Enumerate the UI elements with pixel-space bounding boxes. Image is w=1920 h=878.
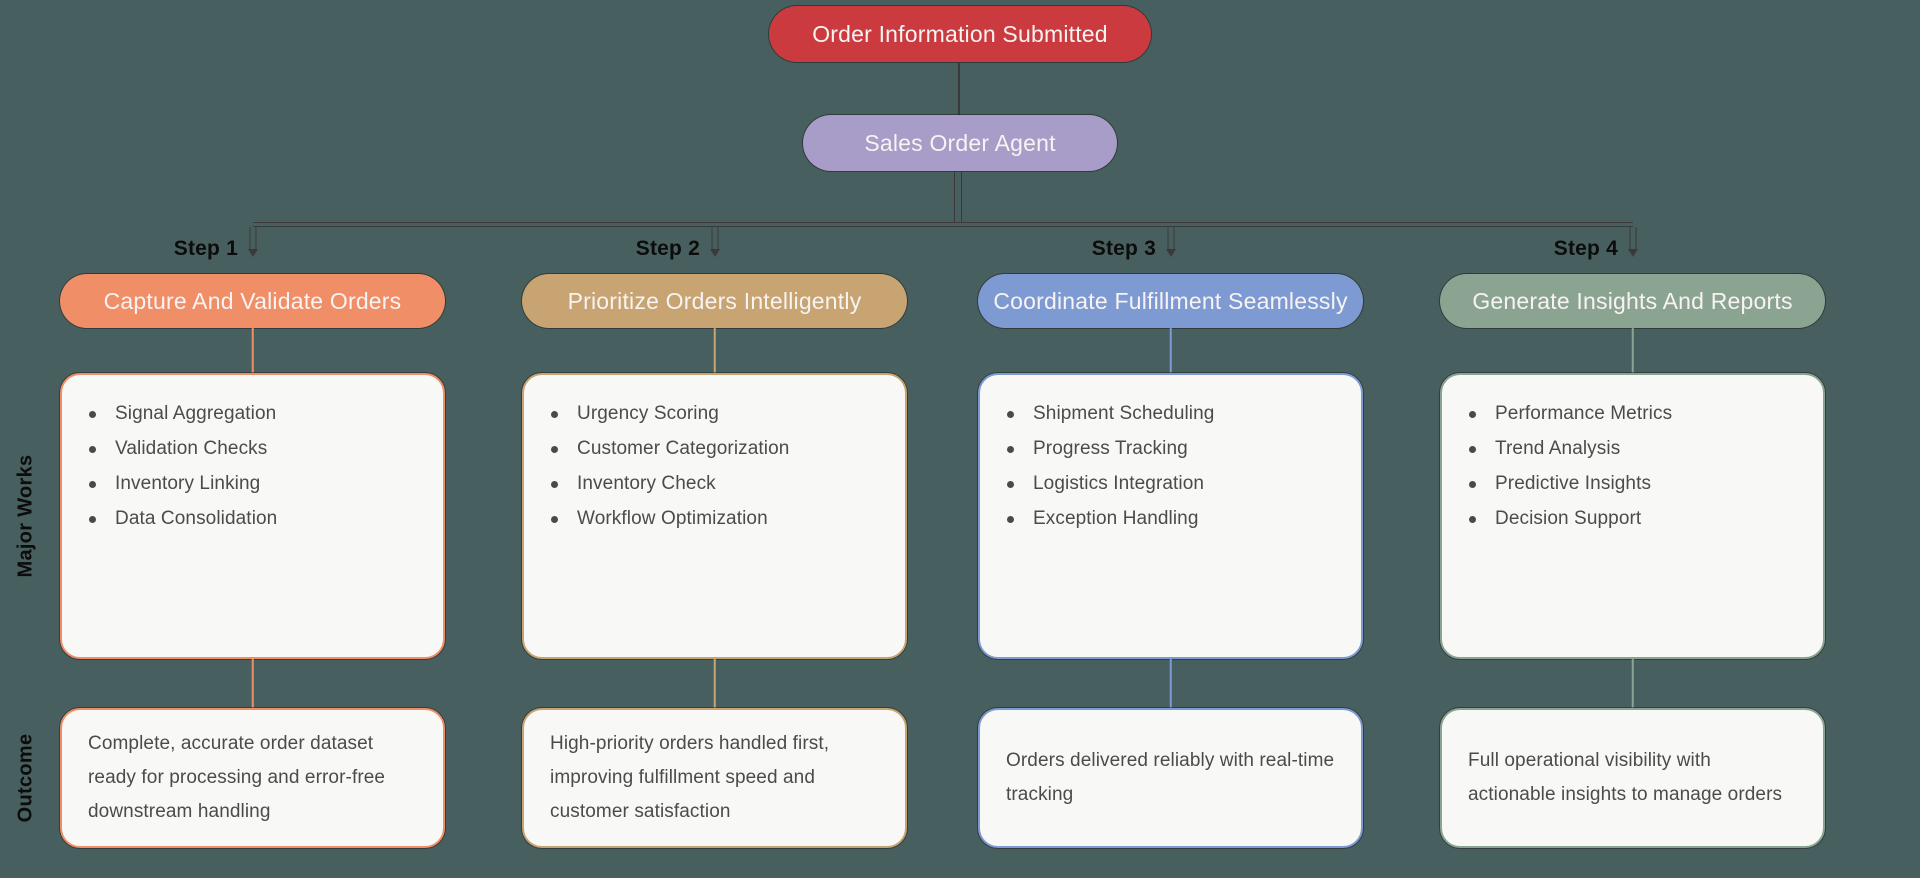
list-item: Data Consolidation — [89, 508, 425, 530]
step-1-major-works-box: Signal Aggregation Validation Checks Inv… — [60, 373, 445, 659]
bullet-dot-icon — [1007, 480, 1014, 488]
list-item: Predictive Insights — [1469, 473, 1805, 495]
step-4-label: Step 4 — [1553, 237, 1618, 260]
connector-branch-stub — [249, 227, 256, 249]
connector-branch-stub — [1629, 227, 1636, 249]
list-item: Performance Metrics — [1469, 403, 1805, 425]
list-item-label: Exception Handling — [1033, 508, 1199, 529]
bullet-dot-icon — [1469, 480, 1476, 488]
list-item: Trend Analysis — [1469, 438, 1805, 460]
list-item: Exception Handling — [1007, 508, 1343, 530]
connector-start-to-agent — [958, 62, 960, 115]
bullet-dot-icon — [1469, 445, 1476, 453]
list-item: Urgency Scoring — [551, 403, 887, 425]
step-2-column: Step 2 Prioritize Orders Intelligently U… — [522, 0, 907, 878]
outcome-text: High-priority orders handled first, impr… — [550, 732, 830, 823]
list-item-label: Urgency Scoring — [577, 403, 719, 424]
list-item-label: Performance Metrics — [1495, 403, 1673, 424]
connector-agent-trunk — [954, 171, 962, 223]
connector-line — [1169, 659, 1172, 708]
step-2-outcome-box: High-priority orders handled first, impr… — [522, 708, 907, 848]
row-label-outcome: Outcome — [14, 733, 37, 823]
step-3-title-node: Coordinate Fulfillment Seamlessly — [978, 274, 1363, 328]
step-1-title-node: Capture And Validate Orders — [60, 274, 445, 328]
list-item-label: Shipment Scheduling — [1033, 403, 1215, 424]
connector-line — [1631, 328, 1634, 373]
list-item-label: Signal Aggregation — [115, 403, 277, 424]
list-item: Workflow Optimization — [551, 508, 887, 530]
step-1-outcome-box: Complete, accurate order dataset ready f… — [60, 708, 445, 848]
outcome-text: Full operational visibility with actiona… — [1468, 749, 1783, 805]
step-1-label: Step 1 — [173, 237, 238, 260]
list-item: Shipment Scheduling — [1007, 403, 1343, 425]
connector-line — [251, 328, 254, 373]
step-3-major-works-box: Shipment Scheduling Progress Tracking Lo… — [978, 373, 1363, 659]
bullet-dot-icon — [89, 480, 96, 488]
outcome-text: Complete, accurate order dataset ready f… — [88, 732, 386, 823]
list-item-label: Validation Checks — [115, 438, 268, 459]
major-works-list: Performance Metrics Trend Analysis Predi… — [1442, 375, 1823, 530]
bullet-dot-icon — [551, 480, 558, 488]
list-item: Decision Support — [1469, 508, 1805, 530]
sales-order-agent-node: Sales Order Agent — [803, 115, 1117, 171]
list-item: Inventory Linking — [89, 473, 425, 495]
step-4-column: Step 4 Generate Insights And Reports Per… — [1440, 0, 1825, 878]
connector-line — [251, 659, 254, 708]
list-item: Signal Aggregation — [89, 403, 425, 425]
list-item: Inventory Check — [551, 473, 887, 495]
list-item-label: Workflow Optimization — [577, 508, 768, 529]
connector-line — [713, 328, 716, 373]
step-3-column: Step 3 Coordinate Fulfillment Seamlessly… — [978, 0, 1363, 878]
bullet-dot-icon — [1007, 445, 1014, 453]
step-2-label: Step 2 — [635, 237, 700, 260]
arrow-down-icon — [247, 249, 258, 257]
step-2-major-works-box: Urgency Scoring Customer Categorization … — [522, 373, 907, 659]
step-3-label: Step 3 — [1091, 237, 1156, 260]
step-4-major-works-box: Performance Metrics Trend Analysis Predi… — [1440, 373, 1825, 659]
outcome-text: Orders delivered reliably with real-time… — [1006, 749, 1335, 805]
major-works-list: Shipment Scheduling Progress Tracking Lo… — [980, 375, 1361, 530]
bullet-dot-icon — [551, 515, 558, 523]
bullet-dot-icon — [551, 445, 558, 453]
major-works-list: Signal Aggregation Validation Checks Inv… — [62, 375, 443, 530]
list-item-label: Inventory Check — [577, 473, 716, 494]
connector-branch-stub — [1167, 227, 1174, 249]
list-item-label: Trend Analysis — [1495, 438, 1621, 459]
list-item-label: Predictive Insights — [1495, 473, 1652, 494]
list-item: Logistics Integration — [1007, 473, 1343, 495]
list-item-label: Decision Support — [1495, 508, 1642, 529]
connector-line — [1631, 659, 1634, 708]
connector-line — [713, 659, 716, 708]
connector-line — [1169, 328, 1172, 373]
arrow-down-icon — [709, 249, 720, 257]
arrow-down-icon — [1627, 249, 1638, 257]
arrow-down-icon — [1165, 249, 1176, 257]
list-item-label: Data Consolidation — [115, 508, 278, 529]
row-label-major-works: Major Works — [14, 454, 37, 578]
bullet-dot-icon — [1469, 515, 1476, 523]
list-item: Validation Checks — [89, 438, 425, 460]
connector-branch-stub — [711, 227, 718, 249]
major-works-list: Urgency Scoring Customer Categorization … — [524, 375, 905, 530]
bullet-dot-icon — [89, 515, 96, 523]
connector-branch-line — [253, 222, 1633, 227]
list-item-label: Customer Categorization — [577, 438, 790, 459]
step-4-outcome-box: Full operational visibility with actiona… — [1440, 708, 1825, 848]
list-item-label: Inventory Linking — [115, 473, 261, 494]
step-3-outcome-box: Orders delivered reliably with real-time… — [978, 708, 1363, 848]
bullet-dot-icon — [551, 410, 558, 418]
step-1-column: Step 1 Capture And Validate Orders Signa… — [60, 0, 445, 878]
bullet-dot-icon — [89, 445, 96, 453]
list-item: Progress Tracking — [1007, 438, 1343, 460]
list-item-label: Logistics Integration — [1033, 473, 1205, 494]
bullet-dot-icon — [89, 410, 96, 418]
order-information-submitted-node: Order Information Submitted — [769, 6, 1151, 62]
step-4-title-node: Generate Insights And Reports — [1440, 274, 1825, 328]
bullet-dot-icon — [1469, 410, 1476, 418]
list-item: Customer Categorization — [551, 438, 887, 460]
bullet-dot-icon — [1007, 410, 1014, 418]
bullet-dot-icon — [1007, 515, 1014, 523]
list-item-label: Progress Tracking — [1033, 438, 1188, 459]
step-2-title-node: Prioritize Orders Intelligently — [522, 274, 907, 328]
